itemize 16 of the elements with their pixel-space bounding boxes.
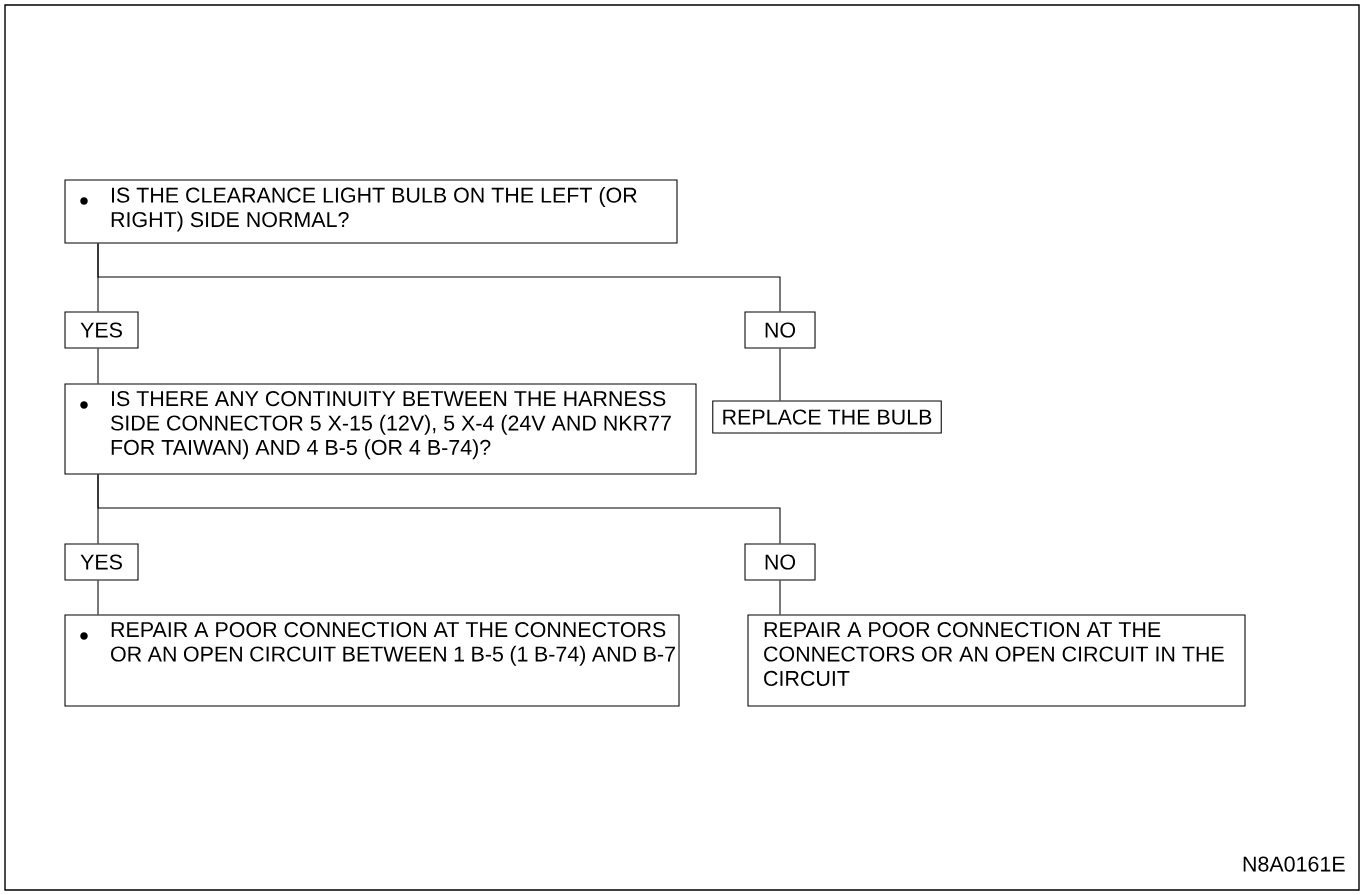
connector-line [779, 348, 781, 401]
action-box: REPAIR A POOR CONNECTION AT THE CONNECTORS OR AN OPEN CIRCUIT BETWEEN 1 B-5 (1 B-74) AND B-7 [64, 614, 680, 707]
action-box: REPLACE THE BULB [712, 400, 942, 434]
connector-line [97, 580, 99, 615]
answer-box: NO [744, 311, 816, 349]
connector-line [97, 243, 781, 312]
question-box: IS THE CLEARANCE LIGHT BULB ON THE LEFT (OR RIGHT) SIDE NORMAL? [64, 179, 678, 244]
answer-box: NO [744, 543, 816, 581]
action-box: REPAIR A POOR CONNECTION AT THE CONNECTORS OR AN OPEN CIRCUIT IN THE CIRCUIT [747, 614, 1246, 707]
connector-line [779, 580, 781, 615]
answer-box: YES [64, 311, 139, 349]
answer-box: YES [64, 543, 139, 581]
figure-code: N8A0161E [1243, 856, 1345, 872]
question-box: IS THERE ANY CONTINUITY BETWEEN THE HARNESS SIDE CONNECTOR 5 X-15 (12V), 5 X-4 (24V AND NKR77 FOR TAIWAN) AND 4 B-5 (OR 4 B-74)? [64, 383, 697, 475]
connector-line [97, 474, 781, 544]
connector-line [97, 348, 99, 384]
